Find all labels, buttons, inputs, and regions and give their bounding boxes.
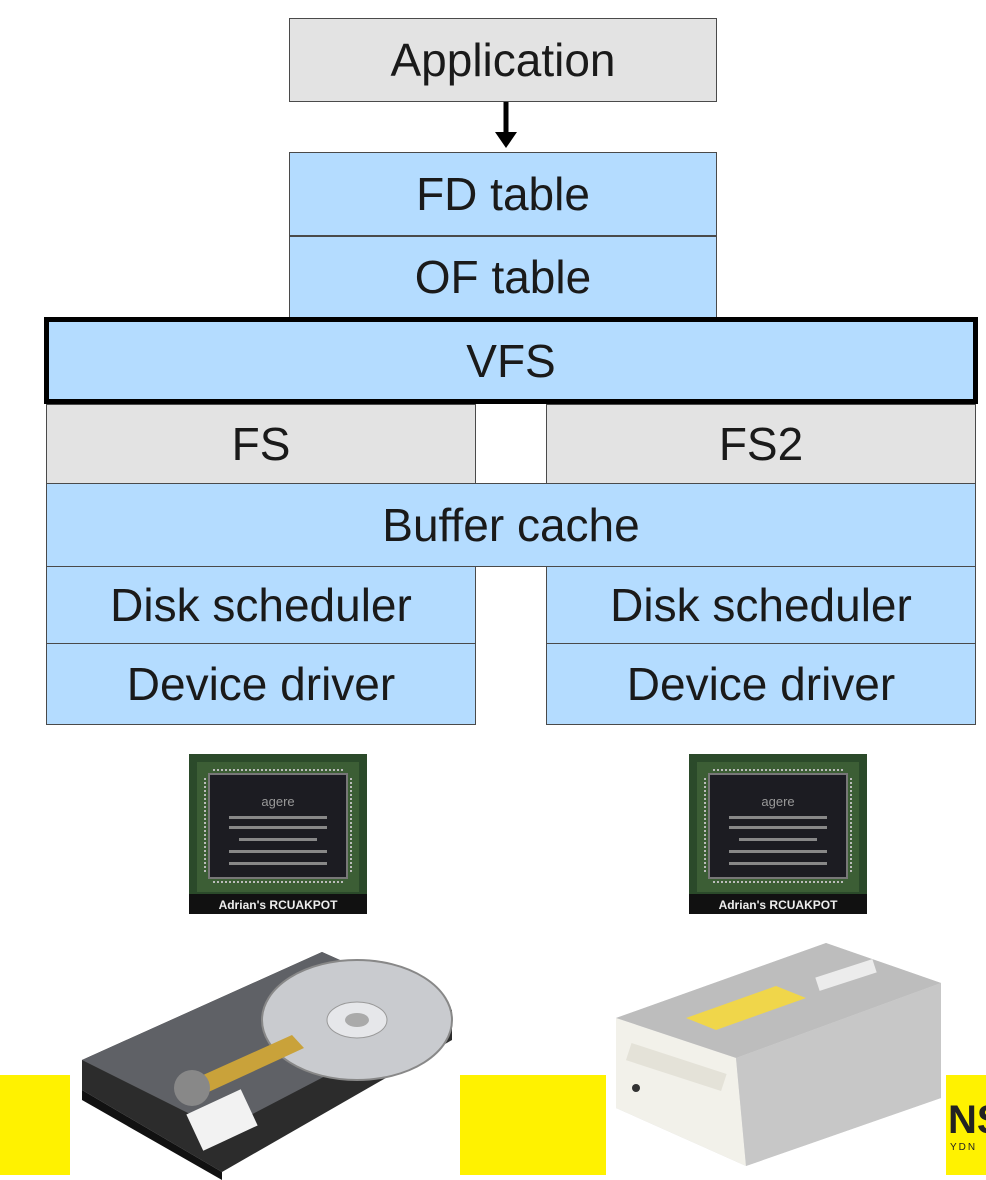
chip-right-brand: agere	[761, 794, 794, 809]
footer-band-left	[0, 1075, 70, 1175]
disk-scheduler-left-label: Disk scheduler	[110, 579, 412, 631]
device-driver-right-label: Device driver	[626, 658, 896, 710]
controller-chip-right-icon: agere Adrian's RCUAKPOT	[689, 754, 867, 914]
device-driver-left-box: Device driver	[46, 643, 476, 725]
optical-drive-icon	[616, 943, 941, 1166]
fs-label: FS	[231, 418, 291, 470]
fs2-label: FS2	[718, 418, 804, 470]
vfs-label: VFS	[466, 334, 556, 387]
application-label: Application	[390, 34, 616, 86]
chip-right-caption: Adrian's RCUAKPOT	[719, 898, 839, 912]
application-box: Application	[289, 18, 717, 102]
of-table-label: OF table	[414, 251, 592, 303]
fd-table-box: FD table	[289, 152, 717, 236]
device-driver-right-box: Device driver	[546, 643, 976, 725]
hard-disk-icon	[82, 952, 453, 1180]
disk-scheduler-right-label: Disk scheduler	[610, 579, 912, 631]
controller-chip-left-icon: agere Adrian's RCUAKPOT	[189, 754, 367, 914]
buffer-cache-label: Buffer cache	[382, 499, 640, 551]
device-driver-left-label: Device driver	[126, 658, 396, 710]
footer-logo-text: NS	[948, 1098, 986, 1142]
chip-left-caption: Adrian's RCUAKPOT	[219, 898, 339, 912]
chip-left-brand: agere	[261, 794, 294, 809]
of-table-box: OF table	[289, 236, 717, 318]
footer-logo-subtext: YDN	[950, 1142, 978, 1153]
buffer-cache-box: Buffer cache	[46, 483, 976, 567]
disk-scheduler-left-box: Disk scheduler	[46, 566, 476, 644]
fs2-box: FS2	[546, 404, 976, 484]
footer-band-middle	[460, 1075, 606, 1175]
fs-box: FS	[46, 404, 476, 484]
vfs-box: VFS	[44, 317, 978, 404]
down-arrow-icon	[495, 102, 517, 148]
fd-table-label: FD table	[416, 168, 590, 220]
footer-band-right	[946, 1075, 986, 1175]
disk-scheduler-right-box: Disk scheduler	[546, 566, 976, 644]
